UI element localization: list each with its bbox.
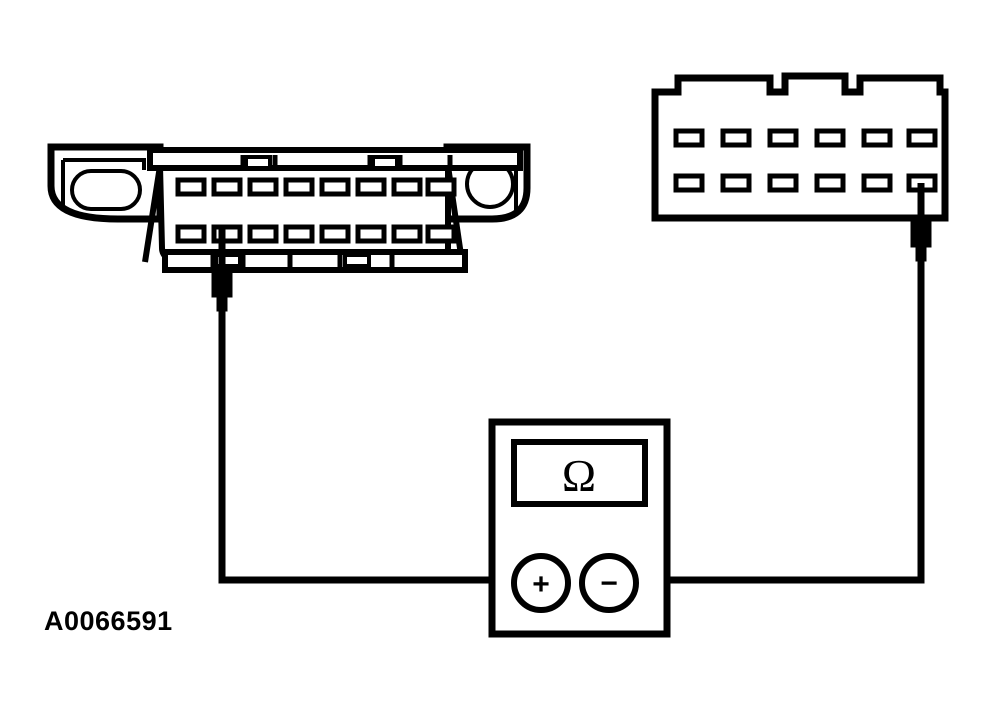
left-connector-top-notch-b xyxy=(371,155,399,170)
right-connector-pin-bottom-3 xyxy=(767,173,799,193)
left-connector-pin-top-3 xyxy=(247,177,279,197)
right-probe-tip xyxy=(910,220,932,262)
negative-terminal[interactable] xyxy=(579,553,639,613)
ohmmeter-display xyxy=(511,439,648,507)
left-connector xyxy=(47,143,531,273)
left-connector-pin-bottom-7 xyxy=(391,224,423,244)
left-probe-tip xyxy=(211,271,233,312)
ohmmeter[interactable]: Ω + − xyxy=(488,418,671,638)
left-connector-pin-bottom-1 xyxy=(175,224,207,244)
left-connector-top-rail-dividers xyxy=(240,155,453,168)
left-connector-body xyxy=(157,157,451,265)
right-connector-pin-bottom-5 xyxy=(861,173,893,193)
left-connector-pin-bottom-5 xyxy=(319,224,351,244)
left-connector-pin-top-6 xyxy=(355,177,387,197)
right-connector-pin-top-4 xyxy=(814,128,846,148)
left-connector-top-rail xyxy=(147,147,523,171)
left-connector-pin-bottom-4 xyxy=(283,224,315,244)
left-connector-pin-top-4 xyxy=(283,177,315,197)
negative-terminal-symbol: − xyxy=(600,567,618,600)
negative-lead-wire xyxy=(608,250,925,584)
positive-lead-wire xyxy=(218,300,540,584)
left-connector-pin-top-7 xyxy=(391,177,423,197)
right-connector-pin-bottom-1 xyxy=(673,173,705,193)
right-connector xyxy=(651,72,949,222)
left-connector-pin-bottom-8 xyxy=(425,224,457,244)
left-connector-pin-row-top xyxy=(175,177,457,197)
left-connector-pin-top-2 xyxy=(211,177,243,197)
left-connector-pin-top-5 xyxy=(319,177,351,197)
left-flange-mounting-hole xyxy=(70,169,142,211)
left-connector-bottom-notch-a xyxy=(214,253,242,268)
right-connector-pin-top-5 xyxy=(861,128,893,148)
left-connector-bottom-rail-dividers xyxy=(210,254,395,268)
right-connector-pin-bottom-2 xyxy=(720,173,752,193)
left-connector-top-notch-a xyxy=(244,155,272,170)
positive-terminal-symbol: + xyxy=(532,568,550,601)
figure-id-label: A0066591 xyxy=(44,606,173,636)
right-connector-pin-top-3 xyxy=(767,128,799,148)
left-connector-left-shoulder xyxy=(142,165,163,263)
ohmmeter-display-symbol: Ω xyxy=(562,450,596,501)
left-test-probe[interactable] xyxy=(211,271,233,312)
left-connector-bottom-rail xyxy=(162,249,468,273)
left-connector-pin-bottom-6 xyxy=(355,224,387,244)
right-connector-pin-top-2 xyxy=(720,128,752,148)
left-connector-pin-top-1 xyxy=(175,177,207,197)
left-flange-inner-step xyxy=(61,158,146,210)
left-connector-pin-bottom-2 xyxy=(211,224,243,244)
left-connector-pin-bottom-3 xyxy=(247,224,279,244)
left-connector-pin-top-8 xyxy=(425,177,457,197)
right-connector-pin-top-6 xyxy=(906,128,938,148)
positive-terminal[interactable] xyxy=(511,553,571,613)
right-test-probe[interactable] xyxy=(910,220,932,262)
right-connector-pin-row-top xyxy=(673,128,938,148)
left-connector-bottom-notch-b xyxy=(343,253,371,268)
right-connector-pin-top-1 xyxy=(673,128,705,148)
right-connector-pin-bottom-4 xyxy=(814,173,846,193)
